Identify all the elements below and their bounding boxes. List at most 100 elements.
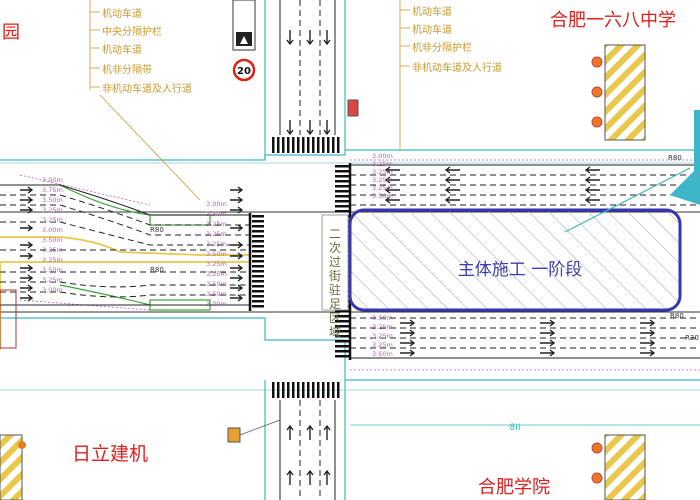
road-tag: R80 xyxy=(668,154,682,162)
barrier-bottom-left xyxy=(0,434,23,500)
warning-lights xyxy=(18,56,603,484)
legend-item: 机动车道 xyxy=(102,7,142,20)
zebra-stripe xyxy=(277,382,280,398)
lane-width: 3.25m xyxy=(42,216,63,224)
lane-width: 3.00m xyxy=(42,176,63,184)
lane-arrow xyxy=(584,176,600,184)
legend-item: 非机动车道及人行道 xyxy=(102,82,192,95)
lane-arrow xyxy=(640,339,656,347)
lane-arrow xyxy=(640,319,656,327)
lane-arrow xyxy=(540,349,556,357)
legend-item: 机非分隔护栏 xyxy=(412,41,472,54)
zebra-stripe xyxy=(297,137,300,153)
lane-arrow xyxy=(230,206,244,214)
lane-width: 3.25m xyxy=(42,206,63,214)
zebra-stripe xyxy=(327,382,330,398)
lane-width: 3.25m xyxy=(206,230,227,238)
lane-width: 3.50m xyxy=(372,350,393,358)
zebra-stripe xyxy=(335,345,349,348)
lane-arrow xyxy=(20,186,34,194)
lane-arrow xyxy=(400,339,416,347)
lane-width: 3.25m xyxy=(372,160,393,168)
lane-arrow xyxy=(20,294,34,302)
legend-lines xyxy=(89,0,410,201)
lane-arrow xyxy=(323,424,331,440)
lane-arrows xyxy=(20,30,656,485)
lane-width: 3.25m xyxy=(206,240,227,248)
zebra-stripe xyxy=(327,137,330,153)
lane-arrow xyxy=(384,176,400,184)
lane-arrow xyxy=(444,186,460,194)
lane-arrow xyxy=(286,30,294,46)
left-lanes xyxy=(0,184,250,306)
zebra-stripe xyxy=(252,280,264,283)
lane-width: 3.25m xyxy=(372,341,393,349)
lane-arrow xyxy=(286,120,294,136)
zebra-stripe xyxy=(335,330,349,333)
lane-arrow xyxy=(20,284,34,292)
secondary-zone-label: 二次过街驻足区域 xyxy=(329,227,341,339)
zebra-stripe xyxy=(252,215,264,218)
lane-arrow xyxy=(444,166,460,174)
zebra-stripe xyxy=(252,245,264,248)
company-label: 日立建机 xyxy=(72,443,148,465)
road-tag: R80 xyxy=(150,226,164,234)
zebra-stripe xyxy=(332,137,335,153)
zebra-stripe xyxy=(252,255,264,258)
zebra-stripe xyxy=(335,355,349,358)
lane-arrow xyxy=(20,206,34,214)
lane-arrow xyxy=(540,339,556,347)
zebra-stripe xyxy=(335,335,349,338)
speed-limit-value: 20 xyxy=(237,66,251,77)
bottom-dim-label: 8II xyxy=(509,423,520,433)
zebra-stripe xyxy=(335,205,349,208)
legend-item: 机动车道 xyxy=(412,23,452,36)
lane-arrow xyxy=(584,186,600,194)
zebra-stripe xyxy=(277,137,280,153)
lane-width: 3.50m xyxy=(42,196,63,204)
zebra-stripe xyxy=(252,305,264,308)
lane-arrow xyxy=(230,186,244,194)
lane-width: 3.50m xyxy=(206,290,227,298)
lane-arrow xyxy=(400,329,416,337)
lane-width: 3.25m xyxy=(206,260,227,268)
zebra-stripe xyxy=(335,200,349,203)
lane-width: 3.75m xyxy=(42,186,63,194)
lane-width: 3.00m xyxy=(42,286,63,294)
zebra-stripe xyxy=(322,137,325,153)
callout-arrow xyxy=(564,110,700,233)
lane-arrow xyxy=(306,30,314,46)
zebra-stripe xyxy=(297,382,300,398)
lane-arrow xyxy=(384,166,400,174)
lane-width: 3.25m xyxy=(372,332,393,340)
legend-item: 机非分隔带 xyxy=(102,63,152,76)
lane-arrow xyxy=(306,120,314,136)
zebra-stripe xyxy=(335,195,349,198)
lane-width: 3.25m xyxy=(372,184,393,192)
zebra-stripe xyxy=(282,137,285,153)
lane-width: 3.00m xyxy=(42,226,63,234)
lane-arrow xyxy=(230,241,244,249)
zebra-stripe xyxy=(252,260,264,263)
zebra-stripe xyxy=(252,290,264,293)
lane-arrow xyxy=(540,319,556,327)
lane-arrow xyxy=(400,319,416,327)
lane-width: 3.00m xyxy=(206,200,227,208)
zebra-stripe xyxy=(335,315,349,318)
left-sign-box xyxy=(0,289,17,349)
zebra-stripe xyxy=(317,382,320,398)
zebra-stripe xyxy=(335,210,349,213)
zebra-stripe xyxy=(302,137,305,153)
lane-arrow xyxy=(384,186,400,194)
school-bottom-label: 合肥学院 xyxy=(478,477,550,498)
zebra-stripe xyxy=(287,382,290,398)
zebra-stripe xyxy=(335,340,349,343)
zebra-stripe xyxy=(307,137,310,153)
legend-item: 机动车道 xyxy=(412,5,452,18)
zebra-stripe xyxy=(292,137,295,153)
zebra-stripe xyxy=(335,170,349,173)
zebra-stripe xyxy=(252,265,264,268)
lane-arrow xyxy=(306,469,314,485)
lane-arrow xyxy=(230,264,244,272)
